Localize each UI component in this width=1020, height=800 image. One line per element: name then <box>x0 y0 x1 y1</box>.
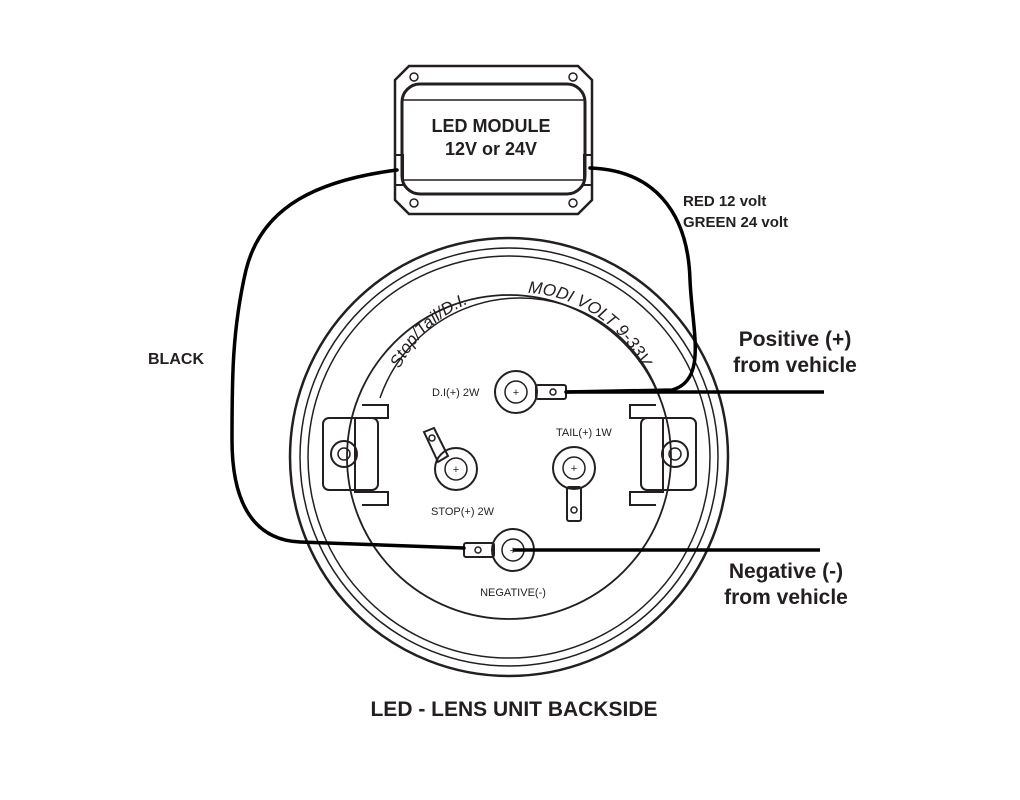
terminal-di-label: D.I(+) 2W <box>432 387 480 399</box>
terminal-stop-screw-mark: + <box>453 464 459 476</box>
left-screw-hole <box>330 440 358 468</box>
led-module-right-grommet <box>583 154 593 186</box>
negative-label-line1: Negative (-) <box>729 560 843 583</box>
lens-outer-rim <box>288 236 730 678</box>
terminal-tail-screw-mark: + <box>571 463 577 475</box>
terminal-tail: + <box>552 446 596 522</box>
led-module-body <box>393 64 594 216</box>
negative-label-line2: from vehicle <box>724 586 848 609</box>
black-wire <box>230 168 466 550</box>
red-green-wire <box>564 166 697 394</box>
terminal-stop: + <box>422 426 478 491</box>
terminal-negative-label: NEGATIVE(-) <box>480 587 546 599</box>
led-module-screw-hole-tl <box>409 72 419 82</box>
lens-unit: Stop/Tail/D.I. MODI VOLT 9-33V + D.I(+) … <box>288 236 730 678</box>
led-module-screw-hole-bl <box>409 198 419 208</box>
terminal-di-screw-mark: + <box>513 387 519 399</box>
terminal-tail-label: TAIL(+) 1W <box>556 427 612 439</box>
lens-rim-ring-3 <box>307 255 711 659</box>
left-mounting-tab <box>322 404 389 506</box>
led-module-screw-hole-br <box>568 198 578 208</box>
lens-inner-face <box>346 294 672 620</box>
led-module-subtitle: 12V or 24V <box>445 139 537 159</box>
terminal-stop-label: STOP(+) 2W <box>431 506 495 518</box>
right-screw-hole <box>661 440 689 468</box>
terminal-negative-spade <box>463 542 495 558</box>
terminal-di: + <box>494 370 567 414</box>
red-wire-label: RED 12 volt <box>683 193 766 210</box>
terminal-stop-spade <box>422 426 450 464</box>
stamp-left-text: Stop/Tail/D.I. <box>386 290 470 371</box>
positive-label-line2: from vehicle <box>733 354 857 377</box>
wires <box>230 166 824 552</box>
green-wire-label: GREEN 24 volt <box>683 214 788 231</box>
black-wire-label: BLACK <box>148 351 204 368</box>
stamp-band <box>379 297 661 399</box>
led-module-title: LED MODULE <box>432 116 551 136</box>
terminal-tail-spade <box>566 486 582 522</box>
right-mounting-tab <box>629 404 697 506</box>
led-module: LED MODULE 12V or 24V <box>393 64 594 216</box>
positive-label-line1: Positive (+) <box>739 328 852 351</box>
diagram-caption: LED - LENS UNIT BACKSIDE <box>370 698 657 721</box>
lens-rim-ring-2 <box>299 247 719 667</box>
led-module-screw-hole-tr <box>568 72 578 82</box>
led-module-inner-panel <box>400 82 587 196</box>
terminal-di-spade <box>535 384 567 400</box>
